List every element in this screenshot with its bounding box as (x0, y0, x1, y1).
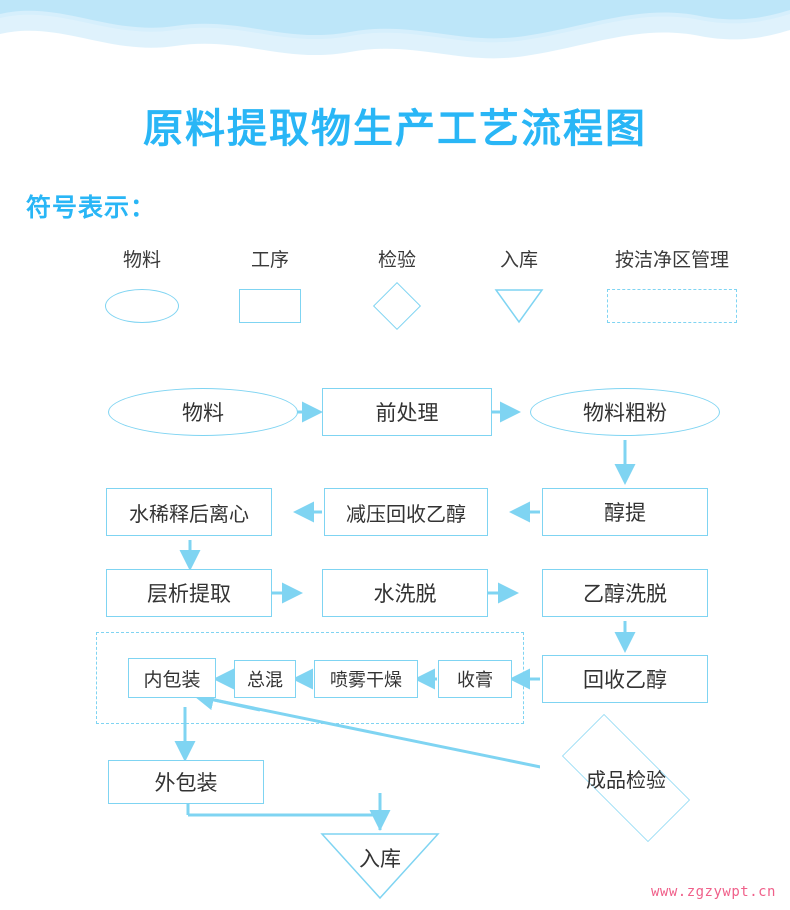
node-inner-package[interactable]: 内包装 (128, 658, 216, 698)
node-label-total-mix: 总混 (247, 670, 283, 691)
node-collect-paste[interactable]: 收膏 (438, 660, 512, 698)
legend-label-clean-area: 按洁净区管理 (614, 249, 729, 271)
legend-shape-diamond (342, 281, 452, 331)
node-coarse-powder[interactable]: 物料粗粉 (530, 388, 720, 436)
node-final-inspection[interactable]: 成品检验 (540, 714, 712, 842)
node-recover-ethanol-vacuum[interactable]: 减压回收乙醇 (324, 488, 488, 536)
legend-shape-ellipse (82, 284, 202, 328)
legend-shape-triangle (464, 284, 574, 328)
node-material[interactable]: 物料 (108, 388, 298, 436)
node-label-recover-ethanol: 回收乙醇 (583, 668, 667, 692)
node-label-ethanol-elution: 乙醇洗脱 (583, 582, 667, 606)
legend-label-warehouse: 入库 (499, 249, 538, 271)
legend: 物料 工序 检验 入库 按洁净区管理 (60, 245, 770, 345)
node-total-mix[interactable]: 总混 (234, 660, 296, 698)
node-chromatography[interactable]: 层析提取 (106, 569, 272, 617)
node-spray-dry[interactable]: 喷雾干燥 (314, 660, 418, 698)
legend-item-clean-area: 按洁净区管理 (572, 245, 772, 328)
legend-item-material: 物料 (82, 245, 202, 328)
node-water-elution[interactable]: 水洗脱 (322, 569, 488, 617)
legend-shape-dashed-rect (572, 284, 772, 328)
node-label-water-elution: 水洗脱 (373, 582, 437, 606)
node-water-dilute-centrifuge[interactable]: 水稀释后离心 (106, 488, 272, 536)
watermark: www.zgzywpt.cn (650, 884, 776, 900)
clean-area-dashed-box (96, 632, 524, 724)
flow-chart: 物料 前处理 物料粗粉 醇提 减压回收乙醇 水稀释后离心 层析提取 水洗脱 乙醇… (0, 378, 790, 908)
legend-label-inspection: 检验 (377, 249, 416, 271)
node-label-collect-paste: 收膏 (457, 670, 493, 691)
legend-heading: 符号表示： (26, 193, 157, 222)
header-wave-decoration (0, 0, 790, 70)
page-title: 原料提取物生产工艺流程图 (143, 106, 647, 152)
node-label-spray-dry: 喷雾干燥 (330, 670, 402, 691)
node-label-material: 物料 (182, 401, 224, 425)
node-label-chromatography: 层析提取 (147, 582, 231, 606)
node-outer-package[interactable]: 外包装 (108, 760, 264, 804)
node-label-inner-package: 内包装 (143, 668, 201, 691)
legend-item-process: 工序 (210, 245, 330, 328)
node-label-water-dilute-centrifuge: 水稀释后离心 (129, 501, 249, 526)
node-pretreatment[interactable]: 前处理 (322, 388, 492, 436)
node-label-alcohol-extract: 醇提 (604, 501, 646, 525)
legend-label-material: 物料 (122, 249, 161, 271)
node-label-final-inspection: 成品检验 (586, 767, 666, 792)
node-label-outer-package: 外包装 (154, 771, 218, 795)
node-alcohol-extract[interactable]: 醇提 (542, 488, 708, 536)
node-recover-ethanol[interactable]: 回收乙醇 (542, 655, 708, 703)
node-label-coarse-powder: 物料粗粉 (583, 401, 667, 425)
node-label-pretreatment: 前处理 (375, 401, 439, 425)
legend-shape-rect (210, 284, 330, 328)
node-ethanol-elution[interactable]: 乙醇洗脱 (542, 569, 708, 617)
legend-item-inspection: 检验 (342, 245, 452, 331)
legend-item-warehouse: 入库 (464, 245, 574, 328)
node-warehouse[interactable]: 入库 (318, 830, 442, 902)
node-label-recover-ethanol-vacuum: 减压回收乙醇 (346, 501, 466, 526)
legend-label-process: 工序 (250, 249, 289, 271)
node-label-warehouse: 入库 (359, 847, 401, 871)
